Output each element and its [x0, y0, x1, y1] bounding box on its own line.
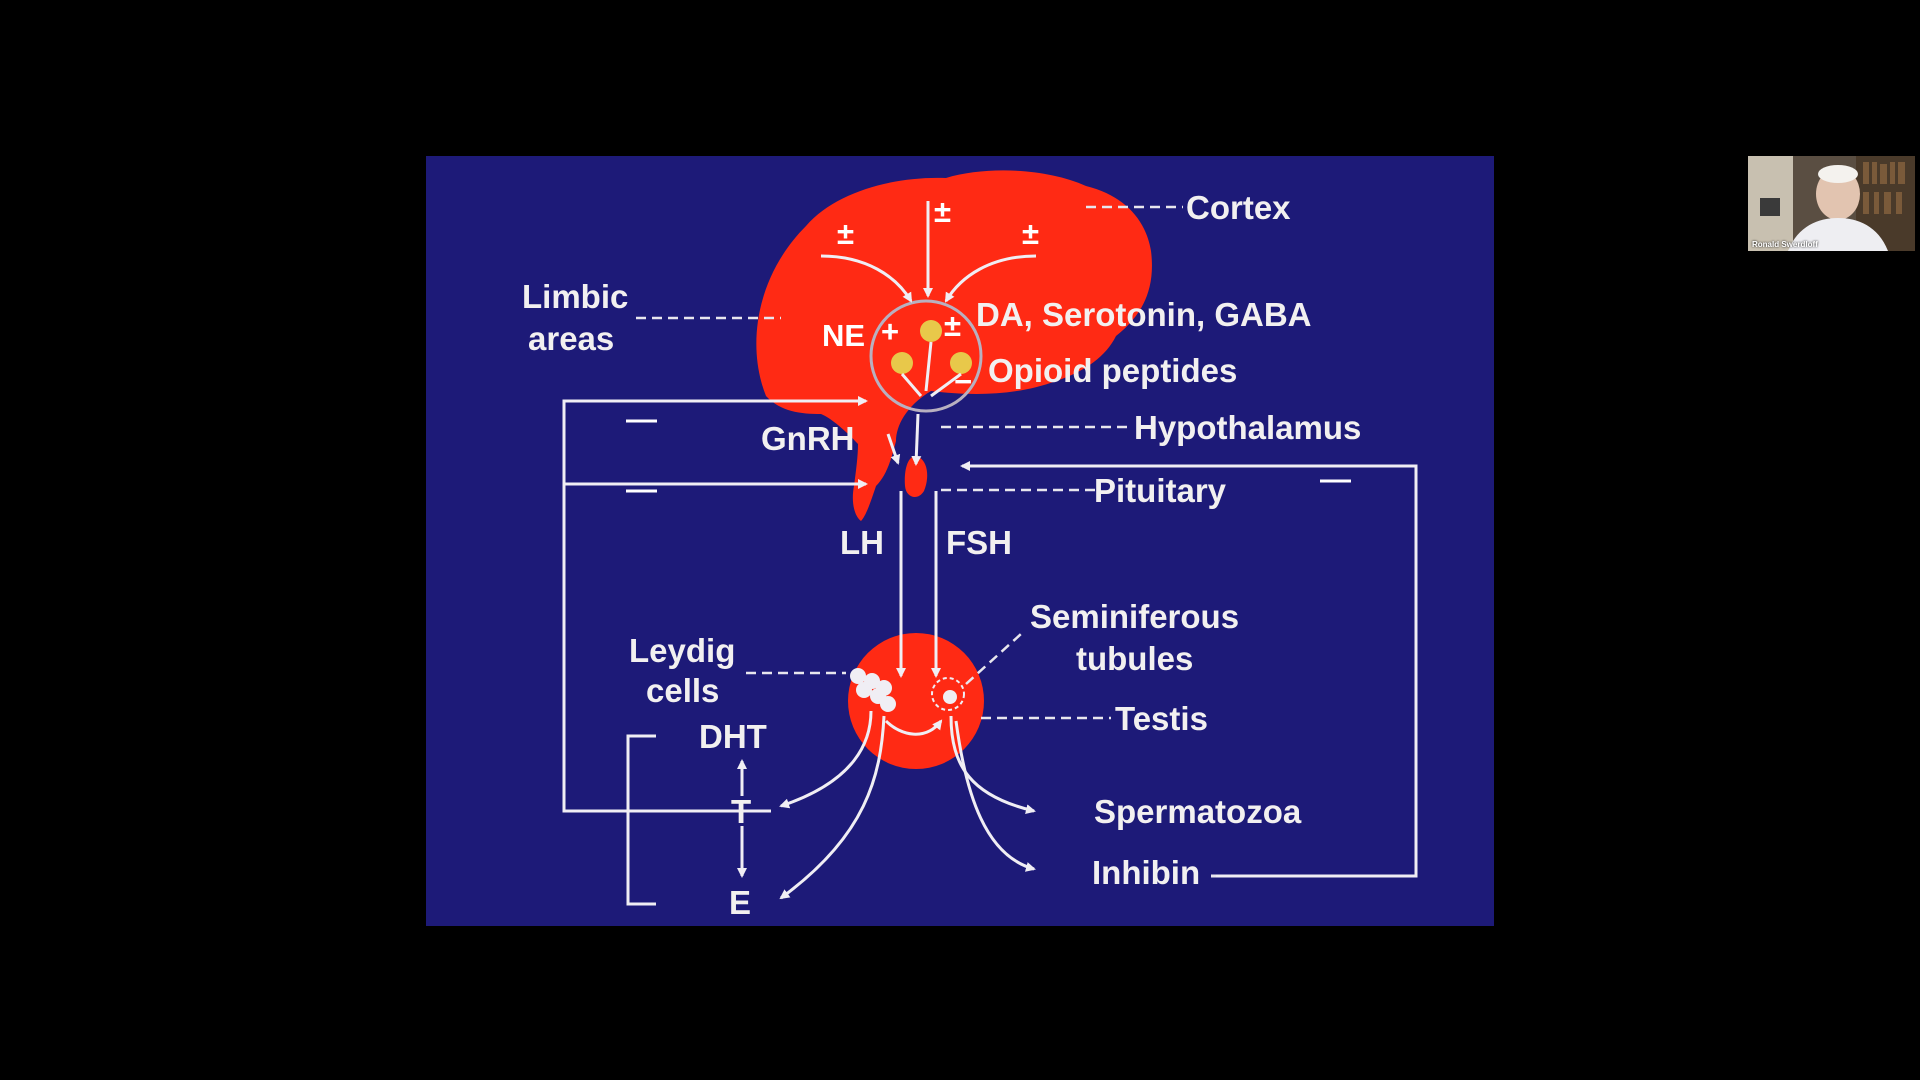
- label-cells: cells: [646, 672, 719, 709]
- label-spermatozoa: Spermatozoa: [1094, 793, 1302, 830]
- label-ne: NE: [822, 318, 865, 353]
- neuron-cluster-ring: [869, 299, 983, 413]
- hypothalamus-arrow: [886, 433, 901, 465]
- label-dht: DHT: [699, 718, 767, 755]
- participant-name-label: Ronald Swerdloff: [1752, 240, 1818, 249]
- participant-video-feed: [1748, 156, 1915, 251]
- participant-video-tile[interactable]: Ronald Swerdloff: [1748, 156, 1915, 251]
- screen-share-slide: Cortex Limbic areas NE DA, Serotonin, GA…: [426, 156, 1494, 926]
- label-gnrh: GnRH: [761, 420, 855, 457]
- label-pituitary: Pituitary: [1094, 472, 1227, 509]
- t-output-arrow: [779, 710, 873, 809]
- sign-dash-inhibin: —: [1320, 461, 1351, 496]
- label-testis: Testis: [1115, 700, 1208, 737]
- feedback-t-to-hypothalamus: [562, 396, 868, 813]
- label-fsh: FSH: [946, 524, 1012, 561]
- sign-dash-pituitary: —: [626, 471, 657, 506]
- label-t: T: [731, 793, 751, 830]
- pituitary-shape: [904, 456, 928, 498]
- label-da-serotonin-gaba: DA, Serotonin, GABA: [976, 296, 1312, 333]
- e-output-arrow: [779, 715, 886, 900]
- label-e: E: [729, 884, 751, 921]
- seminiferous-leader: [965, 633, 1022, 685]
- sign-pm-da: ±: [944, 308, 961, 343]
- label-leydig: Leydig: [629, 632, 735, 669]
- neuron-2: [891, 352, 913, 374]
- testis-internal-arrow: [884, 719, 943, 736]
- inhibin-arrow: [954, 720, 1036, 872]
- sign-minus-opioid: −: [954, 364, 972, 399]
- sign-dash-gnrh: —: [626, 401, 657, 436]
- dht-bracket: [626, 734, 656, 906]
- cortex-arrow-left: [820, 254, 913, 303]
- neuron-1: [920, 320, 942, 342]
- label-opioid-peptides: Opioid peptides: [988, 352, 1237, 389]
- neuron-3: [950, 352, 972, 374]
- label-hypothalamus: Hypothalamus: [1134, 409, 1361, 446]
- sign-pm-left: ±: [837, 216, 854, 251]
- sign-pm-center: ±: [934, 194, 951, 229]
- label-lh: LH: [840, 524, 884, 561]
- label-cortex: Cortex: [1186, 189, 1291, 226]
- sign-plus-ne: +: [881, 314, 899, 349]
- leydig-cell-cluster: [850, 668, 896, 712]
- seminiferous-cell: [943, 690, 957, 704]
- sign-pm-right: ±: [1022, 216, 1039, 251]
- cortex-arrow-right: [944, 254, 1037, 303]
- seminiferous-tubule: [931, 677, 965, 711]
- label-limbic-2: areas: [528, 320, 614, 357]
- pituitary-arrow: [911, 413, 922, 466]
- hpg-axis-diagram: Cortex Limbic areas NE DA, Serotonin, GA…: [522, 170, 1418, 921]
- label-limbic-1: Limbic: [522, 278, 628, 315]
- label-inhibin: Inhibin: [1092, 854, 1200, 891]
- neuron-axons: [900, 341, 962, 398]
- feedback-inhibin: [960, 461, 1418, 878]
- brain-shape: [756, 170, 1152, 521]
- label-tubules: tubules: [1076, 640, 1193, 677]
- spermatozoa-arrow: [949, 715, 1036, 815]
- testis-shape: [848, 633, 984, 769]
- label-seminiferous: Seminiferous: [1030, 598, 1239, 635]
